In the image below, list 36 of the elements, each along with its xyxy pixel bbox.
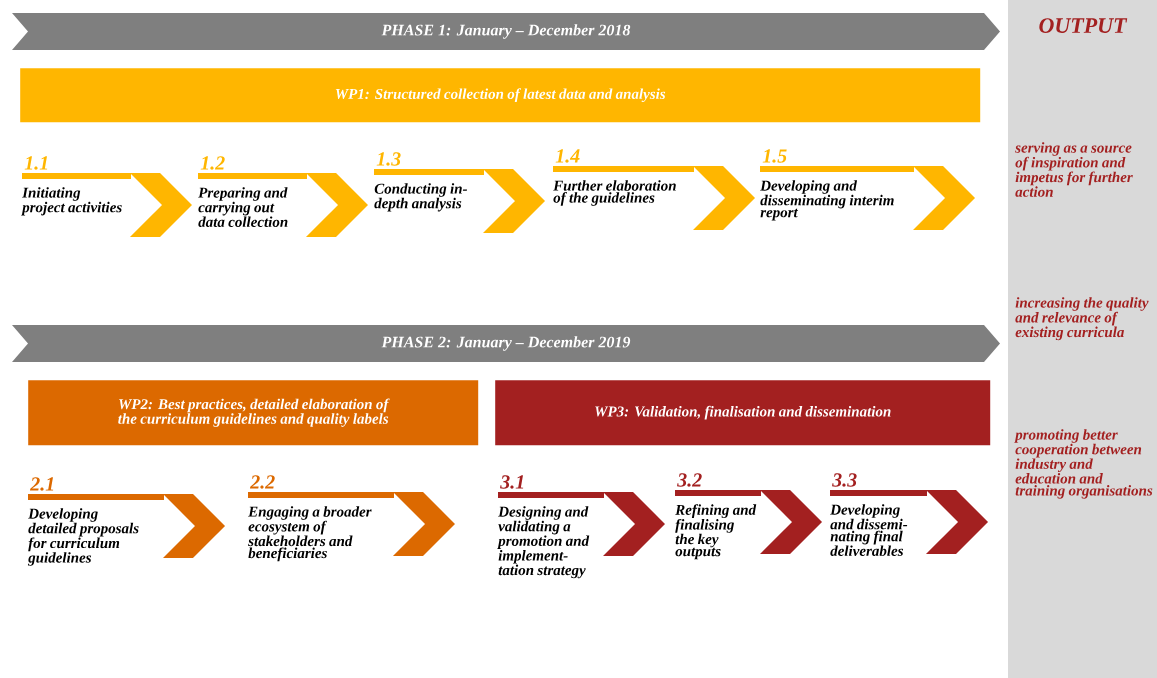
chevron-arrow <box>760 490 822 554</box>
step-number: 1.2 <box>200 156 225 170</box>
step-text: Further elaboration of the guidelines <box>553 180 676 206</box>
chevron-arrow <box>483 169 545 233</box>
work-package-box: WP1: Structured collection of latest data and analysis <box>20 68 981 123</box>
step-text: Designing and validating a promotion and implement- tation strategy <box>497 506 590 579</box>
step-number: 3.3 <box>832 473 857 487</box>
chevron-arrow <box>306 173 368 237</box>
step-text: Initiating project activities <box>21 187 122 216</box>
step-number: 2.1 <box>29 477 54 491</box>
step-text: Refining and finalising the key outputs <box>675 504 757 560</box>
chevron-arrow <box>913 166 975 230</box>
step-number: 3.2 <box>677 473 702 487</box>
step-text: Developing and dissemi- nating final deliverables <box>830 504 908 556</box>
phase-band: PHASE 2: January – December 2019 <box>12 325 1000 362</box>
step-number: 1.4 <box>555 149 580 163</box>
work-package-box: WP2: Best practices, detailed elaboration of the curriculum guidelines and quality labels <box>28 380 479 446</box>
step-text: Developing and disseminating interim report <box>760 180 894 221</box>
step-number: 2.2 <box>249 475 275 489</box>
phase-band: PHASE 1: January – December 2018 <box>12 13 1000 50</box>
step-text: Conducting in-depth analysis <box>374 183 467 212</box>
chevron-arrow <box>603 492 665 556</box>
chevron-arrow <box>926 490 988 554</box>
step-text: Developing detailed proposals for curriculum guidelines <box>27 508 139 566</box>
step-number: 3.1 <box>500 475 524 489</box>
step-number: 1.1 <box>24 156 48 170</box>
step-text: Engaging a broader ecosystem of stakeholders and beneficiaries <box>248 506 372 562</box>
chevron-arrow <box>163 494 225 558</box>
step-text: Preparing and carrying out data collection <box>198 187 288 227</box>
step-number: 1.3 <box>376 152 401 166</box>
chevron-arrow <box>130 173 192 237</box>
chevron-arrow <box>693 166 755 230</box>
work-package-box: WP3: Validation, finalisation and dissemination <box>495 380 991 446</box>
output-panel: OUTPUT serving as a source of inspiration and impetus for further action increasing the quality and relevance of existing curricula promoting better cooperation between industry and education and training organisations <box>1008 0 1157 678</box>
chevron-arrow <box>393 492 455 556</box>
step-number: 1.5 <box>762 149 787 163</box>
